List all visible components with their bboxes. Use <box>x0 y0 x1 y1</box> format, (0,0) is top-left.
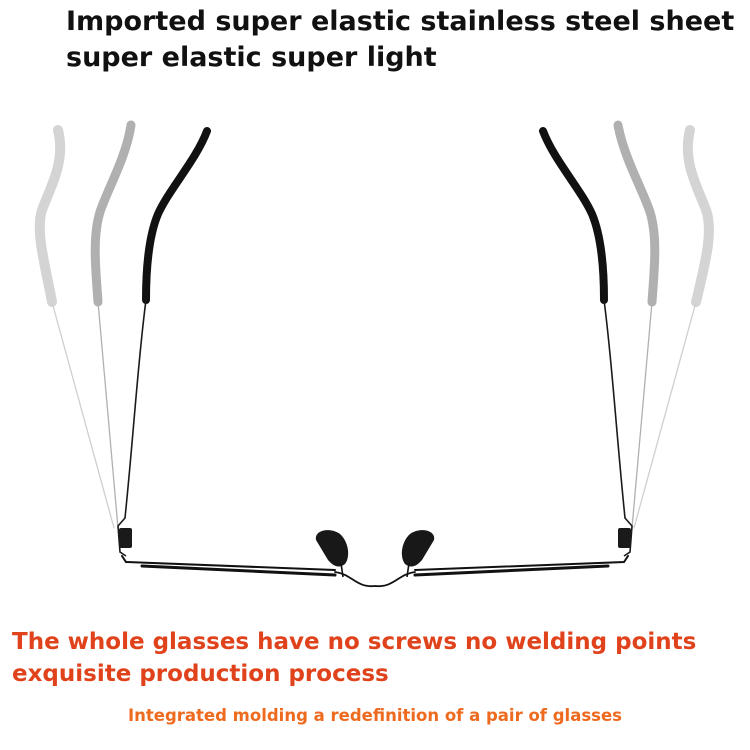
temples <box>124 127 626 519</box>
hinges <box>117 517 633 557</box>
nose-pads <box>315 530 435 578</box>
headline: Imported super elastic stainless steel s… <box>66 4 735 76</box>
headline-line-2: super elastic super light <box>66 42 437 73</box>
ghost-temples-far <box>34 125 714 529</box>
ghost-temples-near <box>90 120 660 529</box>
front-frame <box>121 555 629 587</box>
claim-line-1: The whole glasses have no screws no weld… <box>12 629 697 655</box>
headline-line-1: Imported super elastic stainless steel s… <box>66 6 735 37</box>
claim-line-2: exquisite production process <box>12 661 389 687</box>
claim-text: The whole glasses have no screws no weld… <box>12 626 742 690</box>
tagline: Integrated molding a redefinition of a p… <box>128 706 622 725</box>
